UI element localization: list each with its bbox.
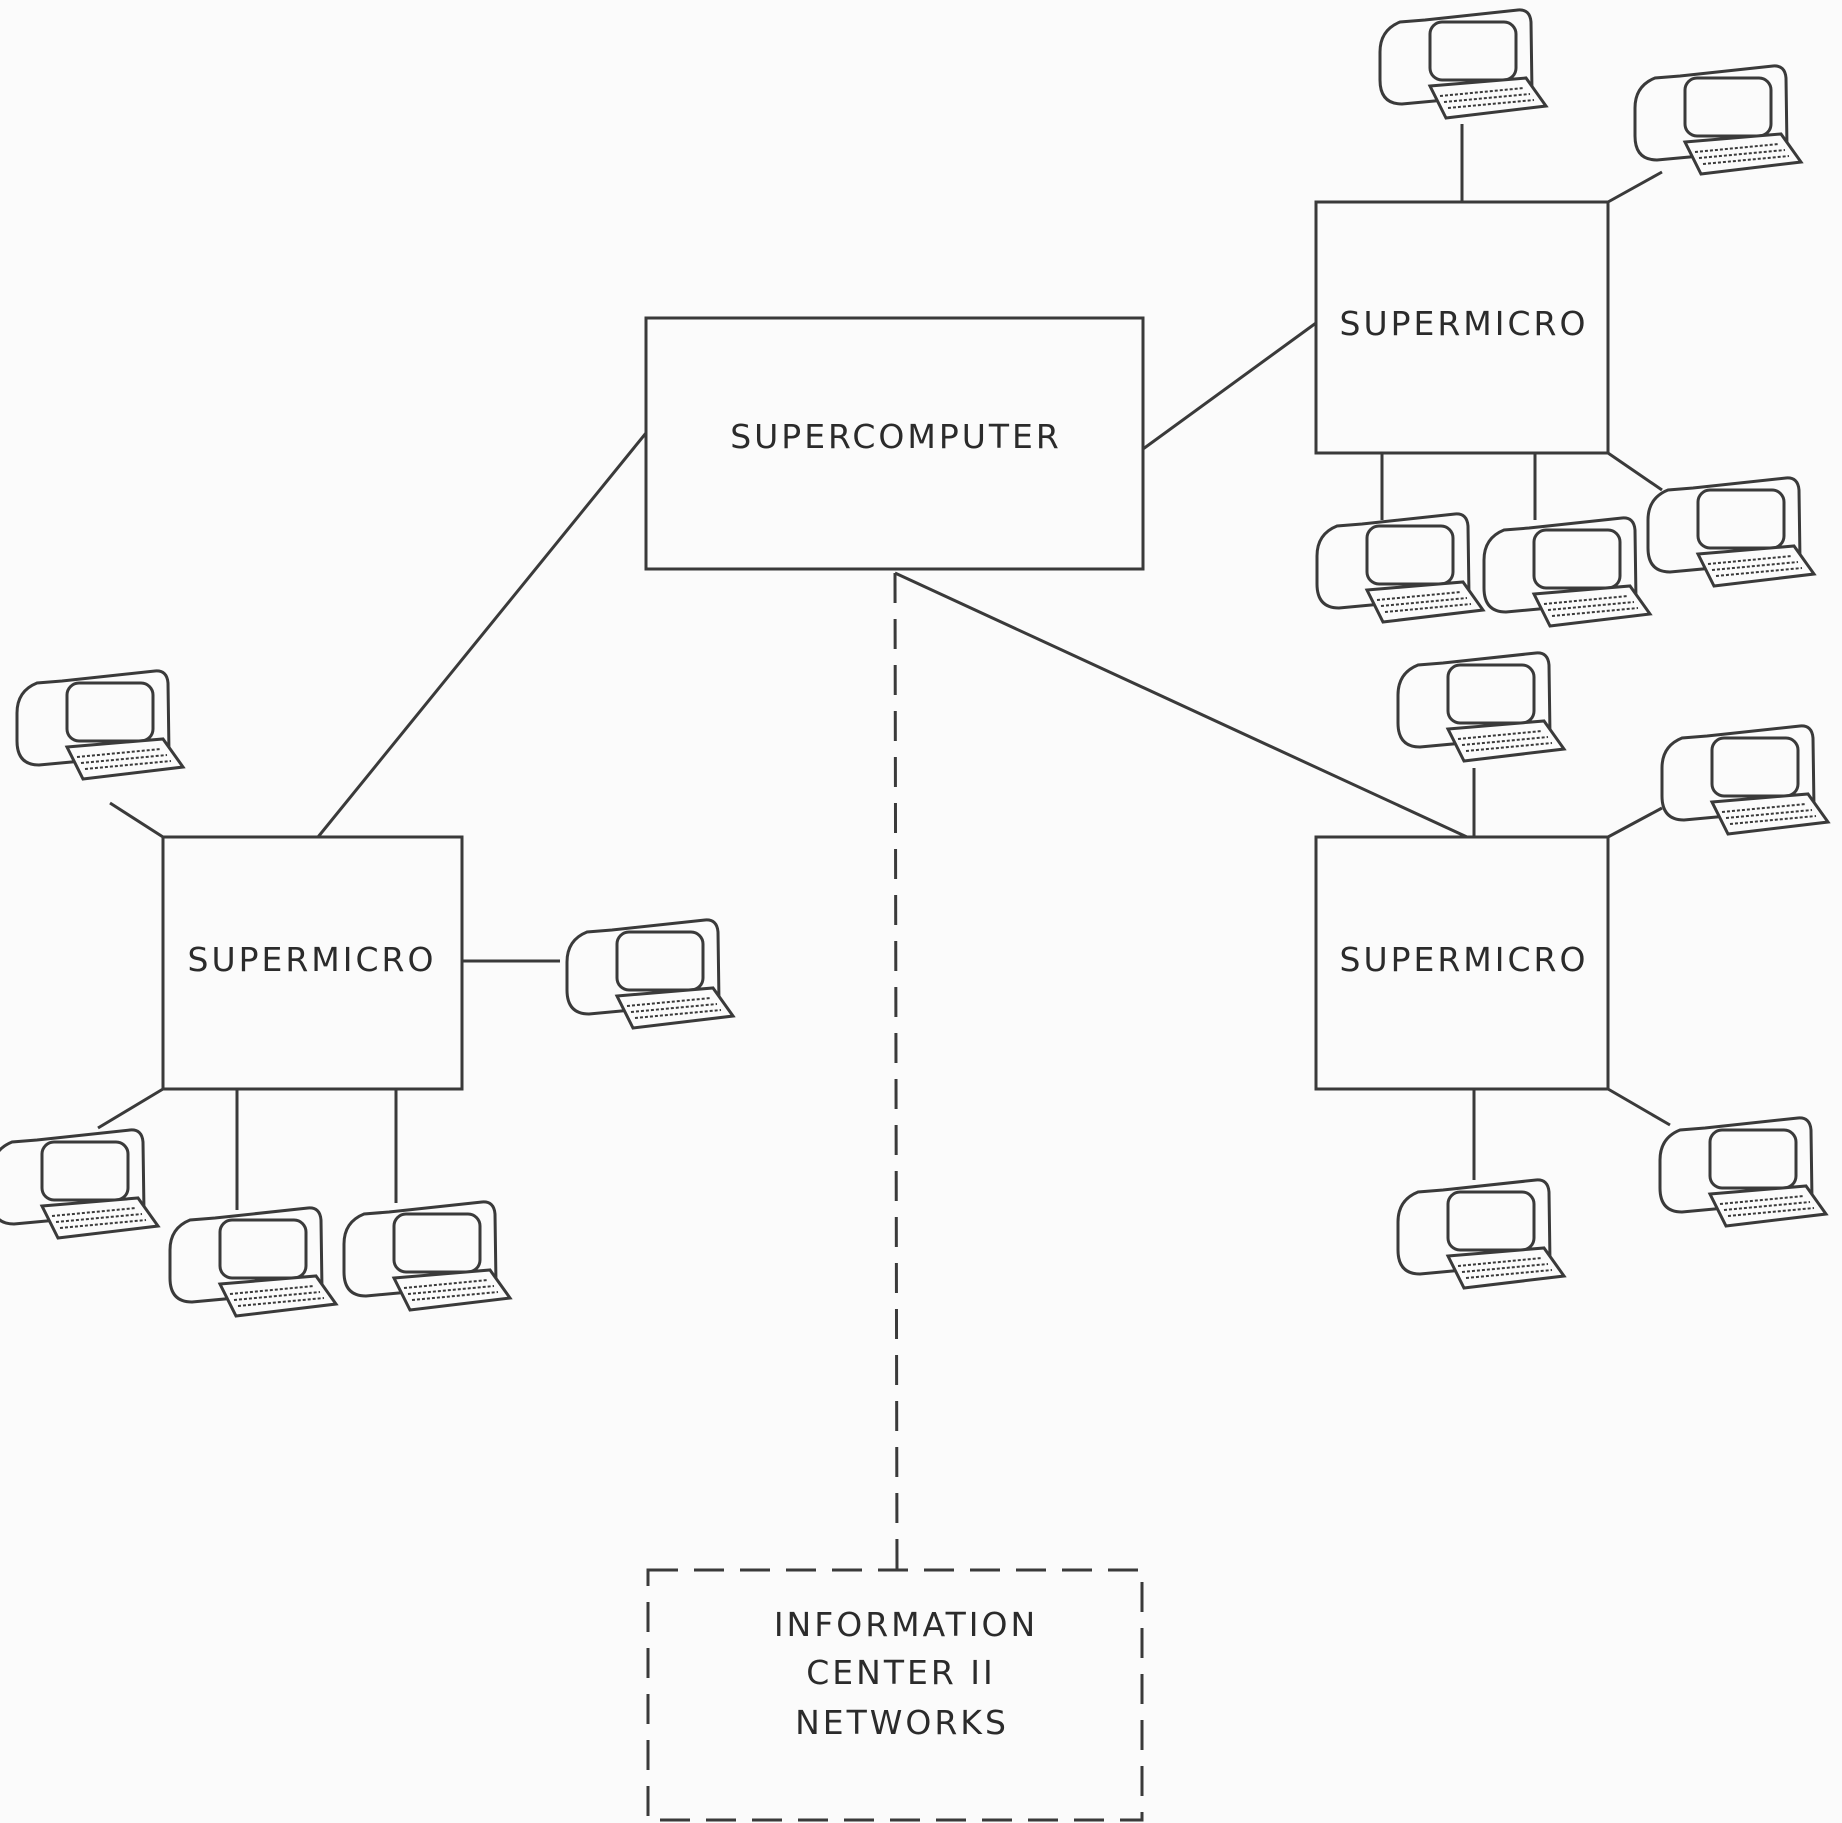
supermicro-bottom-right-label: SUPERMICRO: [1340, 940, 1589, 979]
terminals: [0, 8, 1830, 1318]
link-supercomputer-to-supermicro-top-right: [1142, 321, 1317, 451]
terminal-icon: [1658, 1116, 1828, 1228]
link-supercomputer-to-supermicro-bottom-right: [894, 571, 1468, 839]
link-l-terminal-bottom-left: [97, 1087, 164, 1130]
terminal-icon: [1378, 8, 1548, 120]
link-supercomputer-to-supermicro-left: [316, 432, 648, 838]
supermicro-top-right-node: SUPERMICRO: [1314, 200, 1610, 455]
supermicro-top-right-label: SUPERMICRO: [1340, 304, 1589, 343]
link-supercomputer-to-info-center: [893, 572, 899, 1571]
terminal-icon: [1396, 1178, 1566, 1290]
supermicro-left-label: SUPERMICRO: [188, 940, 437, 979]
link-l-terminal-upper-left: [109, 801, 164, 839]
terminal-icon: [1482, 516, 1652, 628]
info-center-line-2: CENTER II: [806, 1653, 995, 1692]
terminal-icon: [1396, 651, 1566, 763]
terminal-icon: [1646, 476, 1816, 588]
links: [97, 124, 1671, 1571]
info-center-node: INFORMATION CENTER II NETWORKS: [646, 1568, 1144, 1822]
terminal-icon: [0, 1128, 160, 1240]
link-tr-terminal-upper-right: [1607, 170, 1663, 204]
terminal-icon: [1315, 512, 1485, 624]
supermicro-left-node: SUPERMICRO: [161, 835, 464, 1091]
info-center-line-3: NETWORKS: [795, 1703, 1009, 1742]
link-br-terminal-bottom-right: [1607, 1087, 1671, 1127]
supermicro-bottom-right-node: SUPERMICRO: [1314, 835, 1610, 1091]
info-center-line-1: INFORMATION: [774, 1605, 1038, 1644]
supercomputer-label: SUPERCOMPUTER: [730, 417, 1062, 456]
terminal-icon: [565, 918, 735, 1030]
supercomputer-node: SUPERCOMPUTER: [644, 316, 1145, 571]
terminal-icon: [342, 1200, 512, 1312]
link-br-terminal-upper-right: [1607, 806, 1663, 839]
terminal-icon: [1660, 724, 1830, 836]
link-tr-terminal-bottom-right: [1607, 451, 1663, 492]
terminal-icon: [1633, 64, 1803, 176]
terminal-icon: [168, 1206, 338, 1318]
terminal-icon: [15, 669, 185, 781]
